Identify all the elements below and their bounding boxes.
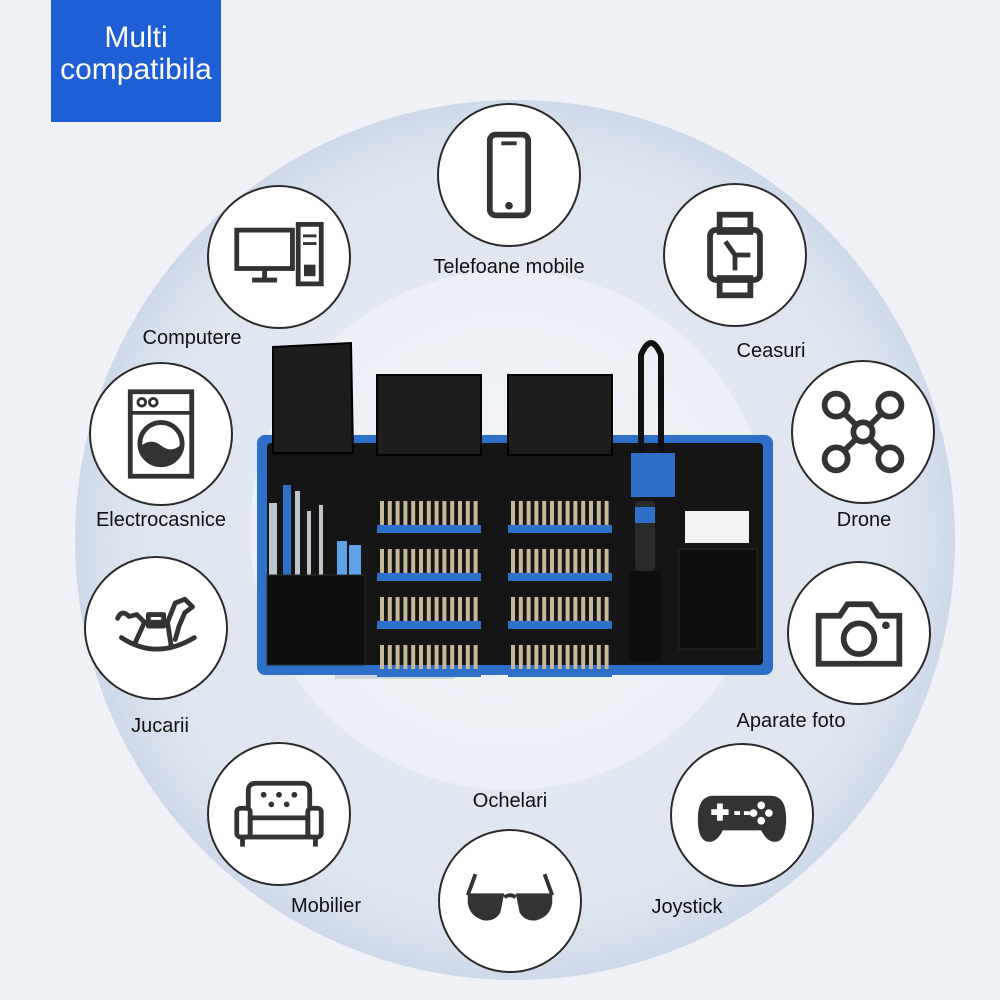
glasses-circle [438,829,582,973]
toy-circle [84,556,228,700]
camera-circle [787,561,931,705]
computer-circle [207,185,351,329]
category-label-furniture: Mobilier [290,895,362,917]
camera-icon [815,601,903,667]
badge-line-2: compatibila [60,53,212,86]
watch-circle [663,183,807,327]
category-label-glasses: Ochelari [472,790,548,812]
drone-icon [821,390,905,474]
phone-icon [486,131,532,219]
appliance-circle [89,362,233,506]
furniture-circle [207,742,351,886]
category-label-drones: Drone [836,509,892,531]
badge-line-1: Multi [104,21,168,54]
joystick-circle [670,743,814,887]
screwdriver-kit-image [257,340,773,679]
category-label-cameras: Aparate foto [736,710,846,732]
gamepad-icon [697,795,787,842]
compatibility-badge: Multi compatibila [51,0,221,122]
sofa-icon [234,780,324,847]
computer-icon [234,221,324,287]
category-label-joystick: Joystick [651,896,723,918]
sunglasses-icon [465,873,555,921]
category-label-appliances: Electrocasnice [95,509,227,531]
watch-icon [707,211,763,299]
category-label-toys: Jucarii [131,715,189,737]
rocking-horse-icon [115,596,197,652]
category-label-phones: Telefoane mobile [433,256,585,278]
phone-circle [437,103,581,247]
drone-circle [791,360,935,504]
washing-machine-icon [127,389,195,479]
category-label-computers: Computere [142,327,242,349]
category-label-watches: Ceasuri [736,340,806,362]
